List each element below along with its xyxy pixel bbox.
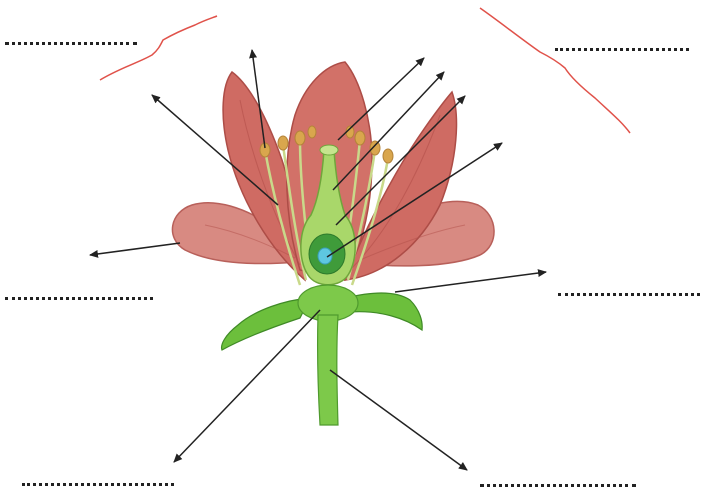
stigma (320, 145, 338, 155)
bracket-top-right (480, 8, 630, 133)
label-blank-top-right[interactable] (555, 48, 689, 51)
label-blank-bottom-right[interactable] (480, 484, 636, 487)
label-blank-top-left[interactable] (5, 42, 137, 45)
label-blank-mid-right[interactable] (558, 293, 700, 296)
stem (318, 315, 338, 425)
sepal-left (222, 298, 310, 350)
label-blank-bottom-left[interactable] (22, 483, 174, 486)
label-blank-mid-left[interactable] (5, 297, 153, 300)
bracket-top-left (100, 16, 217, 80)
